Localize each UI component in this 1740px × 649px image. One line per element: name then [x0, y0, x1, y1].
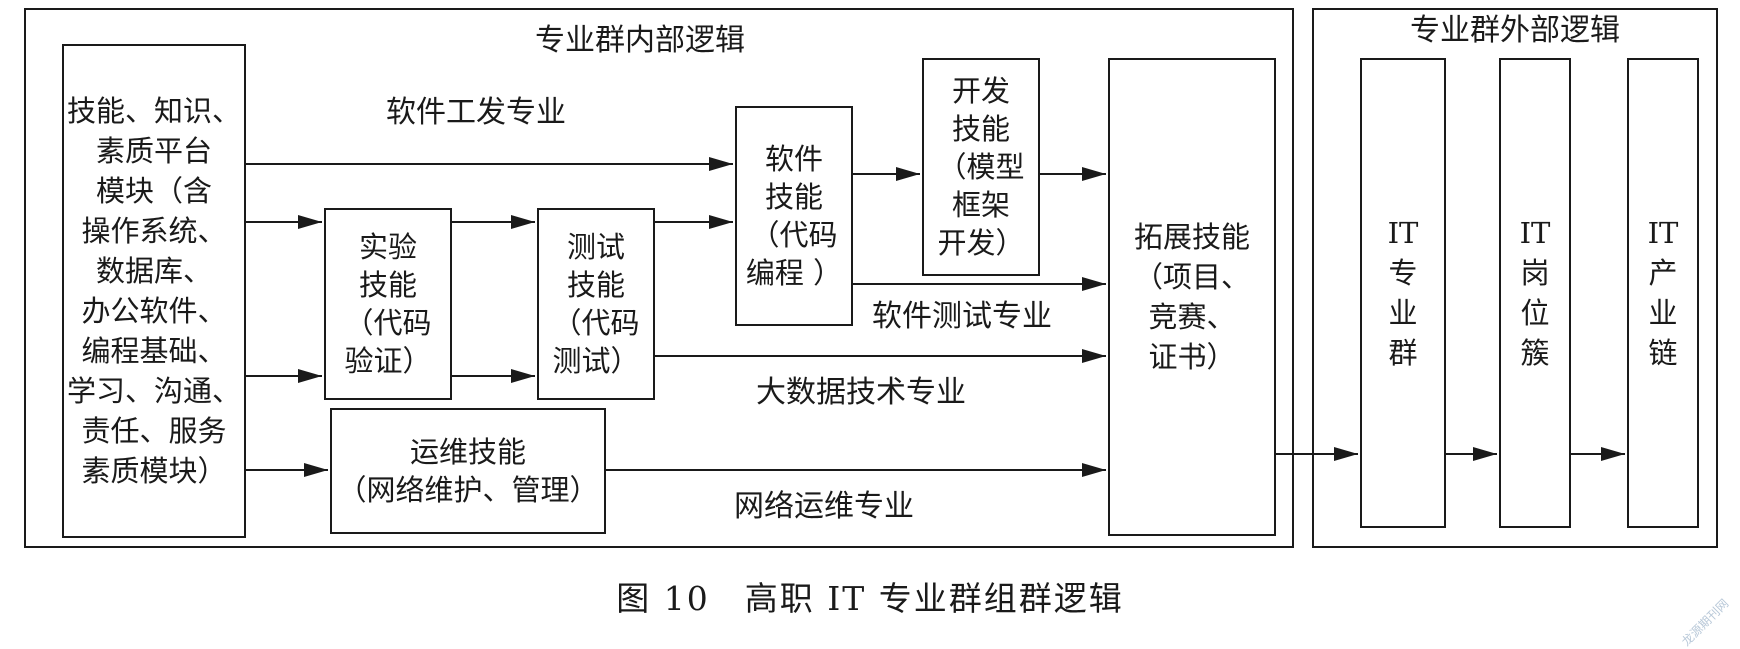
software-line: 软件	[764, 142, 823, 176]
ops-line: （网络维护、管理）	[337, 473, 599, 507]
development-skill-text: 开发 技能 （模型 框架 开发）	[922, 58, 1040, 276]
extended-line: 竞赛、	[1148, 300, 1236, 334]
testing-skill-text: 测试 技能 （代码 测试）	[537, 208, 655, 400]
platform-module-text: 技能、知识、 素质平台 模块（含 操作系统、 数据库、 办公软件、 编程基础、 …	[62, 44, 246, 538]
platform-module-box	[62, 44, 246, 538]
platform-line: 技能、知识、	[66, 94, 241, 128]
platform-line: 素质平台	[95, 134, 212, 168]
internal-logic-frame	[24, 8, 1294, 548]
experiment-skill-box	[324, 208, 452, 400]
software-line: 技能	[764, 180, 823, 214]
software-line: （代码	[750, 218, 838, 252]
it-chain-char: 业	[1648, 296, 1678, 330]
it-group-char: 业	[1388, 296, 1418, 330]
platform-line: 模块（含	[95, 174, 212, 208]
internal-logic-title: 专业群内部逻辑	[535, 23, 745, 58]
software-skill-text: 软件 技能 （代码 编程 ）	[735, 106, 853, 326]
platform-line: 素质模块）	[81, 454, 227, 488]
testing-line: （代码	[552, 306, 640, 340]
it-industry-chain-box	[1627, 58, 1699, 528]
experiment-line: 验证）	[344, 344, 432, 378]
external-logic-title: 专业群外部逻辑	[1410, 13, 1620, 48]
it-post-char: 簇	[1520, 336, 1550, 370]
it-group-char: 专	[1388, 256, 1418, 290]
it-post-cluster-text: IT 岗 位 簇	[1499, 58, 1571, 528]
it-group-char: IT	[1387, 216, 1419, 250]
it-professional-group-box	[1360, 58, 1446, 528]
platform-line: 数据库、	[95, 254, 212, 288]
software-line: 编程 ）	[745, 256, 843, 290]
it-group-char: 群	[1388, 336, 1418, 370]
external-logic-frame	[1312, 8, 1718, 548]
experiment-line: 实验	[358, 230, 417, 264]
extended-skill-text: 拓展技能 （项目、 竞赛、 证书）	[1108, 58, 1276, 536]
track-label-network-ops: 网络运维专业	[734, 489, 914, 524]
platform-line: 编程基础、	[81, 334, 227, 368]
platform-line: 责任、服务	[81, 414, 227, 448]
testing-line: 技能	[566, 268, 625, 302]
ops-skill-text: 运维技能 （网络维护、管理）	[330, 408, 606, 534]
extended-line: （项目、	[1133, 260, 1250, 294]
it-industry-chain-text: IT 产 业 链	[1627, 58, 1699, 528]
experiment-line: 技能	[358, 268, 417, 302]
development-line: （模型	[937, 150, 1025, 184]
platform-line: 操作系统、	[81, 214, 227, 248]
experiment-skill-text: 实验 技能 （代码 验证）	[324, 208, 452, 400]
development-line: 开发）	[937, 226, 1025, 260]
experiment-line: （代码	[344, 306, 432, 340]
testing-line: 测试）	[552, 344, 640, 378]
development-line: 框架	[951, 188, 1010, 222]
development-line: 技能	[951, 112, 1010, 146]
it-chain-char: IT	[1647, 216, 1679, 250]
development-line: 开发	[951, 74, 1010, 108]
platform-line: 学习、沟通、	[66, 374, 241, 408]
it-post-char: IT	[1519, 216, 1551, 250]
it-post-char: 位	[1520, 296, 1550, 330]
track-label-software-test: 软件测试专业	[872, 299, 1052, 334]
track-label-big-data: 大数据技术专业	[756, 375, 966, 410]
software-skill-box	[735, 106, 853, 326]
testing-line: 测试	[566, 230, 625, 264]
it-chain-char: 产	[1648, 256, 1678, 290]
extended-line: 证书）	[1148, 340, 1236, 374]
it-post-cluster-box	[1499, 58, 1571, 528]
extended-skill-box	[1108, 58, 1276, 536]
it-chain-char: 链	[1648, 336, 1678, 370]
extended-line: 拓展技能	[1133, 220, 1250, 254]
it-post-char: 岗	[1520, 256, 1550, 290]
ops-skill-box	[330, 408, 606, 534]
development-skill-box	[922, 58, 1040, 276]
it-professional-group-text: IT 专 业 群	[1360, 58, 1446, 528]
platform-line: 办公软件、	[81, 294, 227, 328]
figure-caption: 图 10 高职 IT 专业群组群逻辑	[616, 579, 1124, 618]
arrows-main	[246, 157, 1625, 477]
testing-skill-box	[537, 208, 655, 400]
track-label-software-dev: 软件工发专业	[386, 95, 566, 130]
ops-line: 运维技能	[409, 435, 526, 469]
